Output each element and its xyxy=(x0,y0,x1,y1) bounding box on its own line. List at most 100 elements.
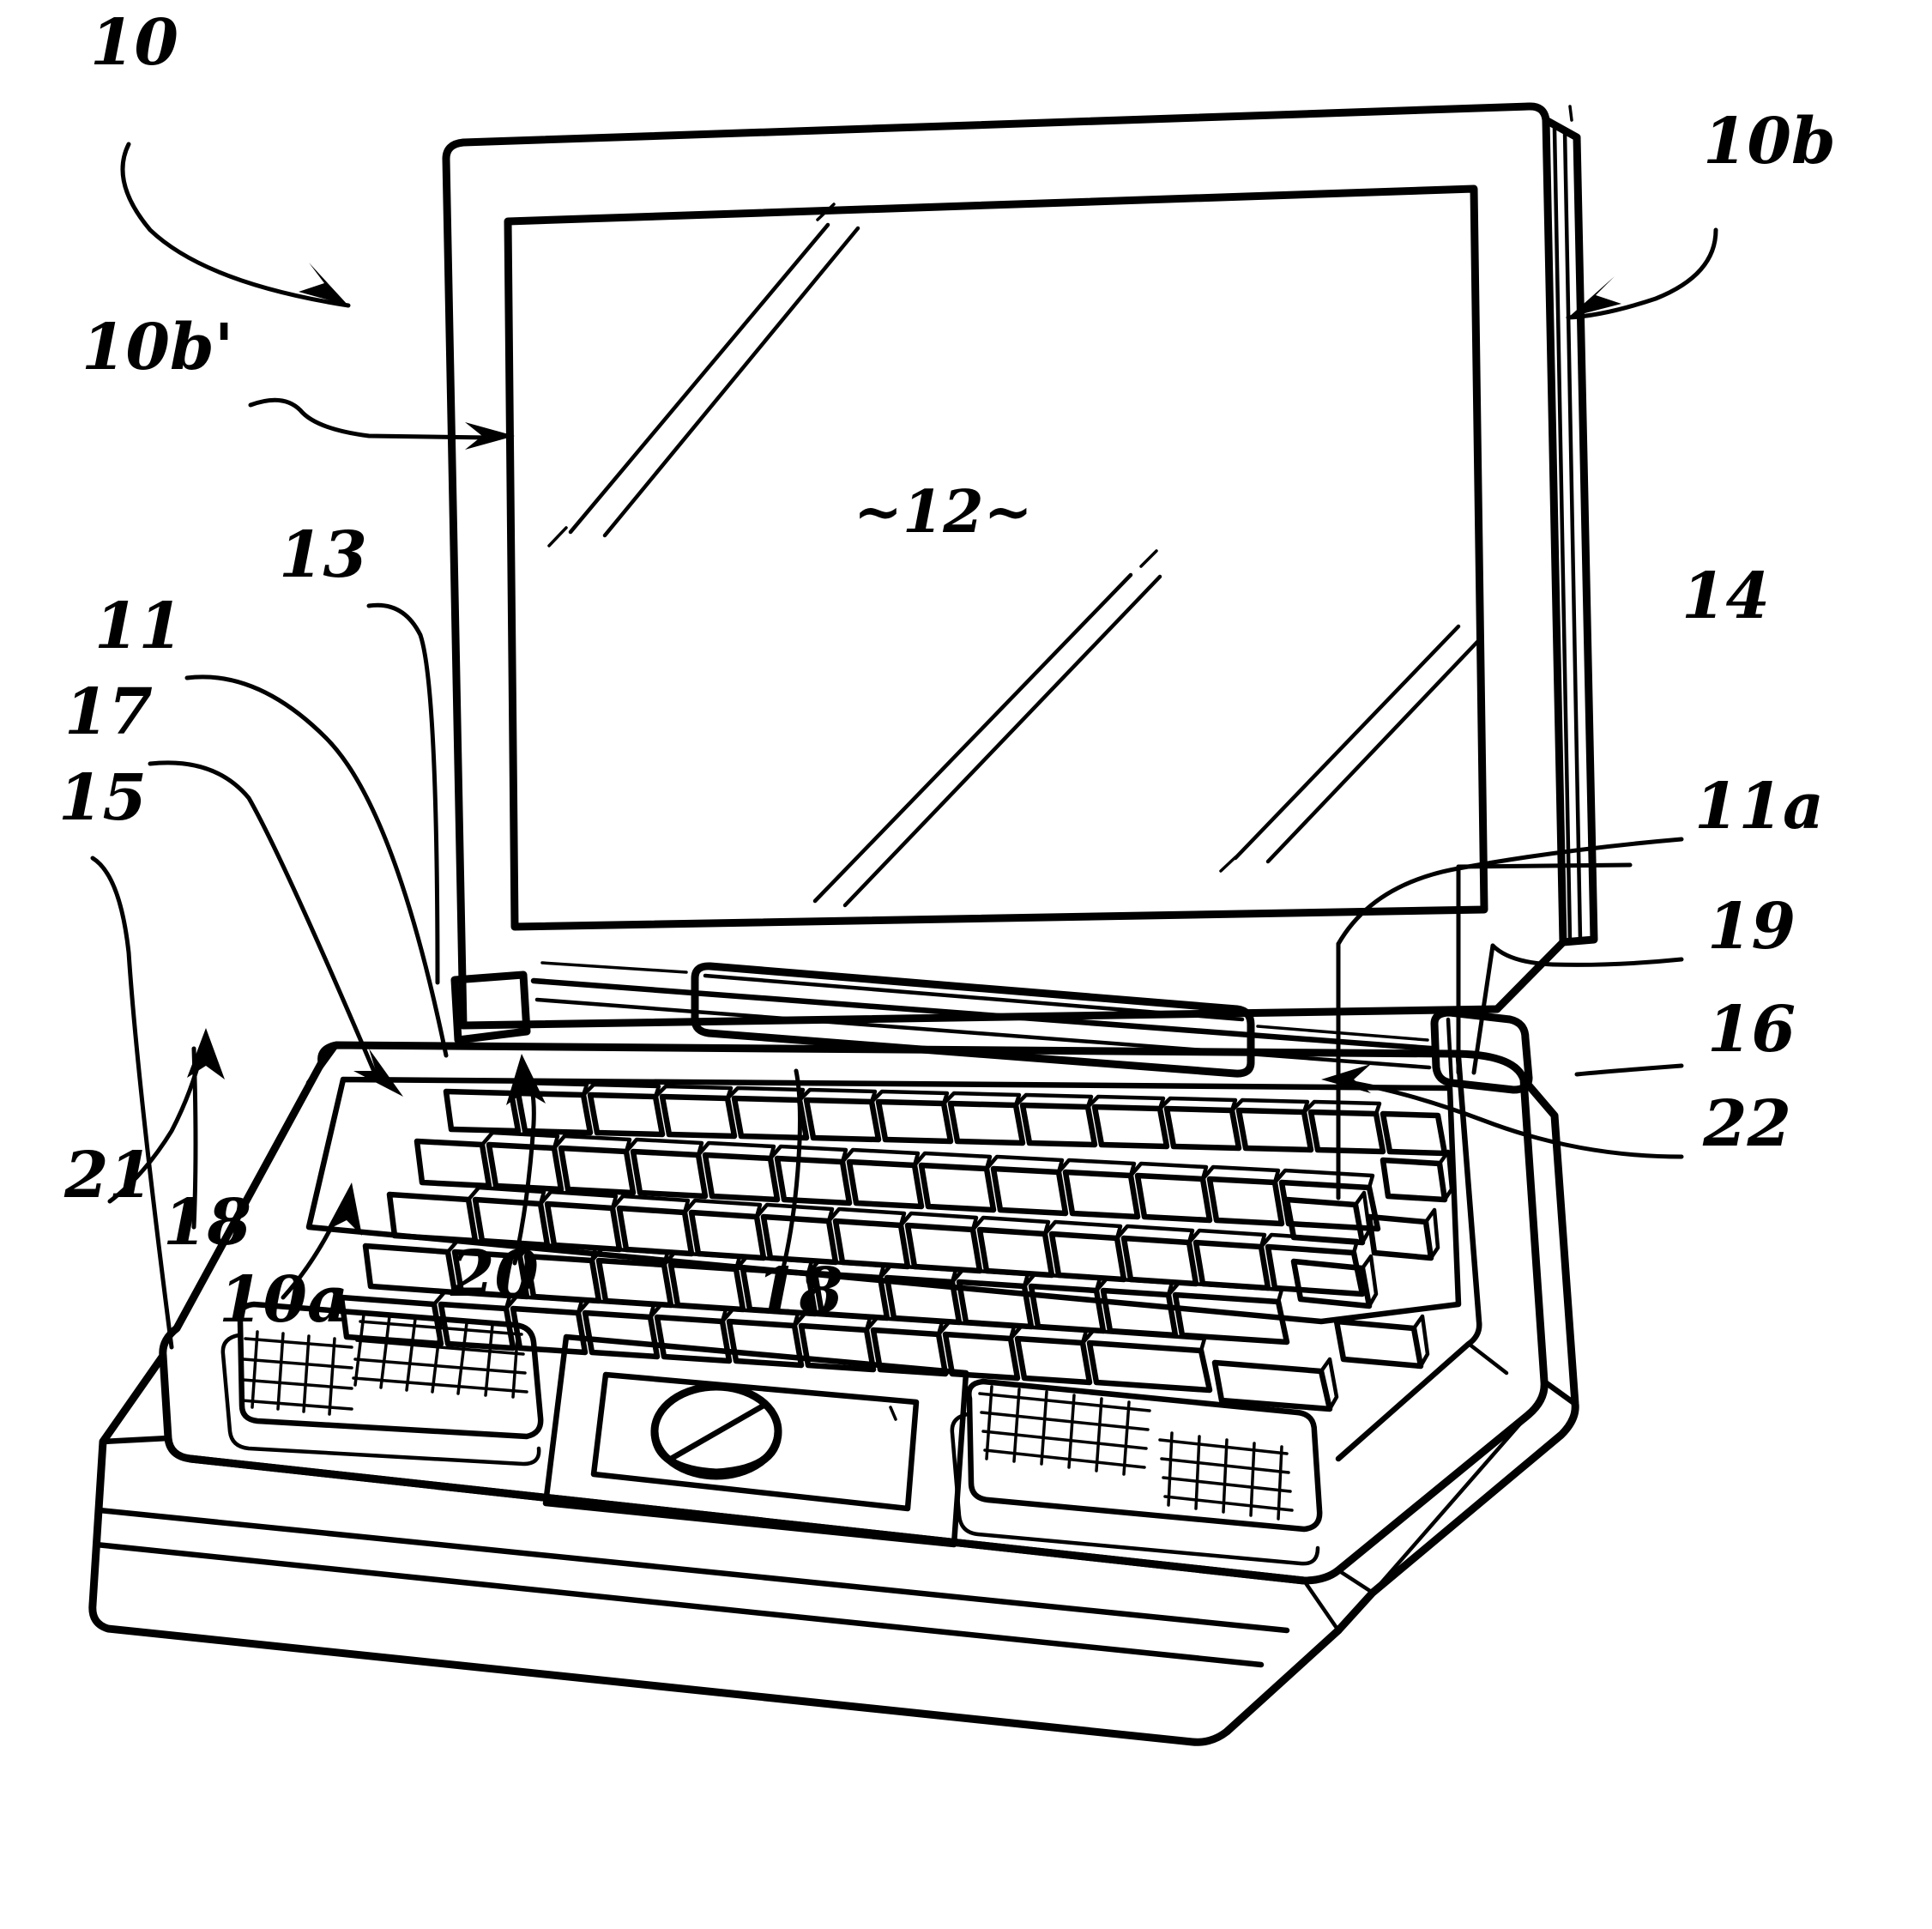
palm-rest-left[interactable] xyxy=(220,1301,544,1466)
key[interactable] xyxy=(630,1148,709,1200)
key-top-face xyxy=(826,1206,907,1228)
key[interactable] xyxy=(726,1318,805,1369)
key-top-face xyxy=(445,1237,526,1259)
hinge-assembly xyxy=(450,961,1533,1094)
hinge-seam-left-short xyxy=(540,961,688,974)
grille-line xyxy=(985,1385,993,1460)
leader-19-down xyxy=(1471,943,1495,1075)
keyboard[interactable] xyxy=(305,1076,1462,1412)
key[interactable] xyxy=(659,1093,738,1140)
key[interactable] xyxy=(918,1162,997,1213)
key-top-face xyxy=(1085,1094,1166,1111)
key-top-face xyxy=(1301,1099,1382,1116)
keyboard-key-cluster-right[interactable] xyxy=(1211,1149,1454,1412)
key[interactable] xyxy=(702,1152,781,1203)
key[interactable] xyxy=(1091,1104,1170,1150)
key[interactable] xyxy=(803,1097,882,1143)
ref-18-right: 18 xyxy=(755,1255,843,1328)
key-top-face xyxy=(970,1215,1051,1237)
reflection-3b xyxy=(1265,639,1480,864)
leader-10 xyxy=(120,142,351,308)
arrowhead-10a xyxy=(326,1182,362,1236)
palm-rest-right-cover[interactable] xyxy=(966,1378,1323,1533)
key-top-face xyxy=(589,1246,670,1267)
base-housing xyxy=(88,1041,1579,1746)
latch-bar-top-groove xyxy=(703,973,1245,1022)
key[interactable] xyxy=(798,1322,877,1373)
keyboard-row-5[interactable] xyxy=(338,1290,1213,1394)
leader-11 xyxy=(184,674,449,1058)
key-top-face xyxy=(1056,1158,1137,1178)
key[interactable] xyxy=(990,1165,1069,1217)
hinge-seam-right-short xyxy=(1256,1025,1429,1042)
key-wide[interactable] xyxy=(1086,1339,1213,1394)
key-top-face xyxy=(869,1089,950,1106)
grille-line xyxy=(240,1399,353,1411)
key-top-face xyxy=(610,1194,691,1215)
grille-line xyxy=(302,1334,311,1413)
key[interactable] xyxy=(1163,1105,1242,1152)
key-top-face xyxy=(792,1311,872,1333)
display-screen-label: ~12~ xyxy=(854,478,1033,547)
key-wide[interactable] xyxy=(338,1294,444,1347)
key-top-face xyxy=(936,1320,1017,1341)
key-top-face xyxy=(1157,1096,1238,1113)
reflection-3a xyxy=(1233,624,1461,861)
reflection-3c xyxy=(1219,856,1237,873)
key[interactable] xyxy=(731,1095,810,1141)
key-side-face xyxy=(1360,1254,1379,1309)
key[interactable] xyxy=(846,1158,925,1210)
key-top-face xyxy=(504,1294,584,1315)
key-top-face xyxy=(1229,1098,1310,1115)
reflection-2c xyxy=(1139,549,1158,568)
leader-18-left xyxy=(191,1046,198,1230)
key-top-face xyxy=(576,1298,656,1320)
leader-19 xyxy=(1490,943,1684,967)
key[interactable] xyxy=(1062,1169,1141,1220)
key-top-face xyxy=(806,1259,886,1280)
key[interactable] xyxy=(1206,1176,1285,1227)
grille-line xyxy=(405,1317,417,1392)
grille-line xyxy=(353,1313,365,1387)
key[interactable] xyxy=(414,1138,492,1189)
grille-line xyxy=(1194,1435,1201,1510)
key[interactable] xyxy=(443,1088,522,1134)
grille-line xyxy=(1163,1495,1294,1512)
key[interactable] xyxy=(515,1090,594,1136)
key[interactable] xyxy=(947,1100,1026,1146)
key-wide[interactable] xyxy=(1172,1291,1290,1345)
key[interactable] xyxy=(558,1145,637,1196)
leader-14 xyxy=(1456,862,1633,869)
key[interactable] xyxy=(1014,1335,1093,1386)
key[interactable] xyxy=(1019,1102,1098,1148)
key[interactable] xyxy=(1307,1109,1386,1155)
speaker-grille-icon-right-secondary xyxy=(1158,1431,1294,1521)
key[interactable] xyxy=(1235,1107,1314,1153)
palm-rest-right[interactable] xyxy=(950,1378,1323,1566)
key[interactable] xyxy=(587,1091,666,1138)
key[interactable] xyxy=(438,1301,516,1352)
key-top-face xyxy=(720,1307,800,1328)
ref-15: 15 xyxy=(58,761,147,835)
base-left-chamfer-seam xyxy=(100,1435,172,1445)
hinge-post-left xyxy=(450,971,531,1044)
key-top-face xyxy=(984,1154,1065,1175)
keyboard-row-1[interactable] xyxy=(443,1080,1448,1157)
key[interactable] xyxy=(875,1098,954,1145)
key-wide[interactable] xyxy=(1265,1243,1366,1297)
arrowhead-10b xyxy=(1568,276,1621,317)
key-top-face xyxy=(696,1140,776,1161)
key[interactable] xyxy=(942,1331,1021,1382)
lid-outer-top-left xyxy=(442,102,1567,946)
pointing-device[interactable] xyxy=(542,1333,969,1548)
ref-22: 22 xyxy=(1702,1087,1791,1161)
keyboard-recess xyxy=(305,1076,1462,1325)
palm-rest-left-cover[interactable] xyxy=(237,1301,544,1440)
ref-13: 13 xyxy=(279,518,367,592)
grille-line xyxy=(355,1339,525,1356)
ref-10b-prime: 10b' xyxy=(82,311,233,384)
key[interactable] xyxy=(774,1155,853,1206)
leader-10b xyxy=(1566,227,1718,320)
key[interactable] xyxy=(1134,1172,1213,1224)
leader-17 xyxy=(148,760,380,1082)
